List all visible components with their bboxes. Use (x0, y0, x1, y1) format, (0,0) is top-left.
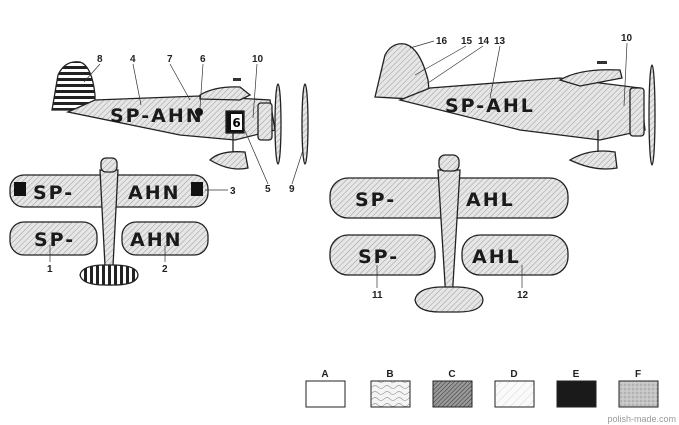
legend-item-f: F (618, 369, 659, 408)
right-side-registration: SP-AHL (445, 95, 535, 117)
left-aircraft-side-view: 6 SP-AHN (51, 61, 309, 170)
svg-text:12: 12 (517, 290, 529, 301)
left-tail-fin (51, 61, 96, 111)
svg-text:SP-: SP- (33, 182, 74, 204)
svg-text:SP-: SP- (355, 189, 396, 211)
svg-text:SP-: SP- (358, 246, 399, 268)
left-nose-number: 6 (232, 116, 240, 130)
svg-text:E: E (573, 369, 580, 380)
right-aircraft-top-view: SP- AHL SP- AHL (329, 154, 569, 313)
svg-text:AHL: AHL (472, 246, 521, 268)
legend-item-c: C (432, 369, 473, 408)
legend-item-d: D (494, 369, 535, 408)
left-cowling (257, 102, 273, 141)
left-side-registration: SP-AHN (110, 105, 204, 127)
svg-text:11: 11 (372, 290, 383, 301)
svg-text:8: 8 (97, 54, 103, 65)
svg-text:5: 5 (265, 184, 271, 195)
svg-text:AHN: AHN (130, 229, 183, 251)
right-callouts: 16 15 14 13 10 11 12 (372, 33, 633, 301)
left-tailplane-top (79, 264, 139, 286)
svg-text:9: 9 (289, 184, 295, 195)
svg-text:AHN: AHN (128, 182, 181, 204)
left-callouts: 8 4 7 6 10 5 9 3 1 2 (47, 54, 304, 275)
left-propeller-side (274, 83, 282, 165)
right-propeller-side (648, 64, 656, 166)
svg-text:SP-: SP- (34, 229, 75, 251)
svg-text:4: 4 (130, 54, 136, 65)
svg-text:6: 6 (200, 54, 206, 65)
svg-text:7: 7 (167, 54, 173, 65)
svg-text:13: 13 (494, 36, 506, 47)
svg-text:AHL: AHL (466, 189, 515, 211)
left-upper-wing (199, 86, 252, 101)
left-lower-wing-top (9, 221, 98, 256)
legend-item-a: A (305, 369, 346, 408)
svg-text:14: 14 (478, 36, 490, 47)
right-tail-fin (374, 43, 431, 101)
svg-text:B: B (386, 369, 393, 380)
svg-text:10: 10 (252, 54, 264, 65)
svg-text:3: 3 (230, 186, 236, 197)
left-propeller-detail (301, 83, 309, 165)
right-aircraft-side-view: SP-AHL (374, 43, 656, 170)
left-roundel (195, 108, 203, 116)
svg-text:1: 1 (47, 264, 53, 275)
right-cowling (629, 87, 645, 137)
svg-text:F: F (635, 369, 641, 380)
svg-text:A: A (321, 369, 328, 380)
color-legend: A B C D E F (305, 369, 659, 408)
legend-item-b: B (370, 369, 411, 408)
right-landing-gear (568, 150, 618, 170)
svg-text:16: 16 (436, 36, 448, 47)
right-upper-wing (558, 69, 623, 87)
left-landing-gear (208, 151, 249, 170)
svg-text:D: D (510, 369, 517, 380)
svg-text:15: 15 (461, 36, 473, 47)
svg-text:10: 10 (621, 33, 633, 44)
svg-text:C: C (448, 369, 455, 380)
svg-text:2: 2 (162, 264, 168, 275)
left-aircraft-top-view: SP- AHN SP- AHN (9, 157, 209, 286)
legend-item-e: E (556, 369, 597, 408)
watermark: polish-made.com (607, 414, 676, 424)
